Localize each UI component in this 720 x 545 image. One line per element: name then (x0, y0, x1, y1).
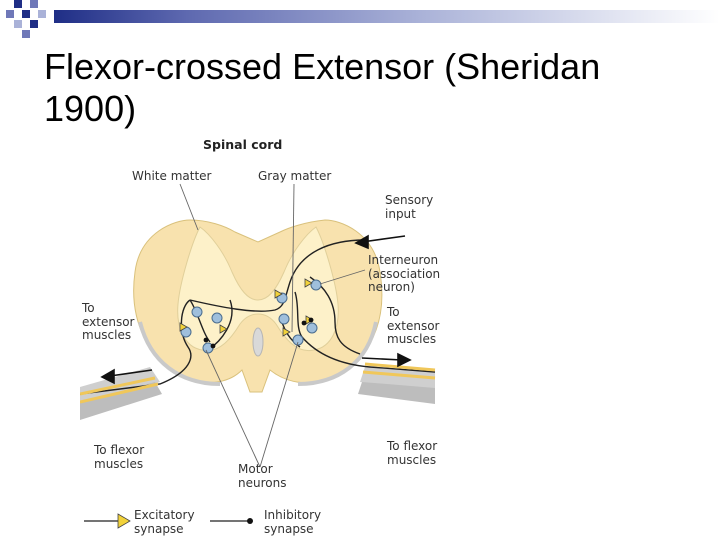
header-square-3 (6, 10, 14, 18)
header-square-7 (30, 20, 38, 28)
inhibitory-synapse-marks (203, 317, 314, 349)
direction-arrows (100, 234, 412, 385)
diagram-heading: Spinal cord (203, 137, 283, 152)
to-extensor-muscles-left-label: To extensor muscles (82, 301, 135, 342)
header-square-8 (22, 30, 30, 38)
inhibitory-synapse-label: Inhibitory synapse (264, 508, 322, 536)
excitatory-legend-icon (117, 513, 131, 529)
interneuron-label: Interneuron (association neuron) (368, 253, 441, 294)
excitatory-synapse-label: Excitatory synapse (134, 508, 195, 536)
excitatory-synapse-marks (179, 278, 314, 337)
to-flexor-muscles-right-label: To flexor muscles (387, 439, 438, 467)
header-square-1 (14, 0, 22, 8)
header-square-6 (14, 20, 22, 28)
gray-matter-label: Gray matter (258, 169, 332, 183)
header-square-5 (38, 10, 46, 18)
header-square-2 (30, 0, 38, 8)
motor-neurons-label: Motor neurons (238, 462, 287, 490)
sensory-fibers (79, 362, 436, 404)
to-flexor-muscles-left-label: To flexor muscles (94, 443, 145, 471)
label-leader-lines (179, 183, 366, 468)
sensory-input-label: Sensory input (385, 193, 434, 221)
to-extensor-muscles-right-label: To extensor muscles (387, 305, 440, 346)
inhibitory-legend-icon (247, 518, 253, 524)
spinal-cord-diagram: Spinal cord White matter Gray matter Sen… (79, 132, 450, 540)
spinal-cord-illustration (79, 183, 436, 529)
white-matter-label: White matter (132, 169, 212, 183)
neuron-cell-bodies (180, 279, 322, 354)
header-decoration (0, 0, 720, 40)
slide-title: Flexor-crossed Extensor (Sheridan 1900) (44, 46, 601, 129)
legend (84, 513, 253, 529)
header-square-4 (22, 10, 30, 18)
header-gradient-bar (54, 10, 720, 23)
